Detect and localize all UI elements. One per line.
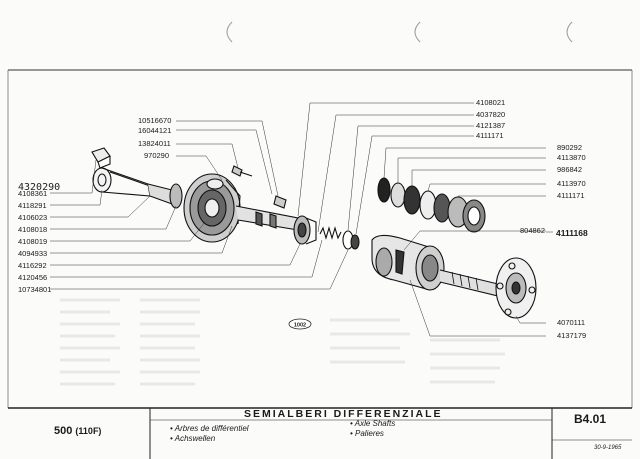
bleed-through — [60, 298, 505, 386]
gear — [293, 215, 317, 245]
output-shaft — [439, 269, 499, 297]
part-number: 13824011 — [138, 139, 171, 148]
ring-b — [350, 234, 360, 250]
caption-french: • Arbres de différentiel — [170, 424, 249, 433]
part-number: 4118291 — [18, 201, 47, 210]
caption-spanish: • Palieres — [350, 429, 384, 438]
part-number: 986842 — [557, 165, 582, 174]
part-number: 4070111 — [557, 318, 585, 327]
wheel-flange — [495, 257, 537, 319]
model-number: 500 — [54, 425, 73, 437]
brake-drum — [183, 173, 241, 243]
part-number: 10734801 — [18, 285, 51, 294]
caption-english: • Axle Shafts — [350, 419, 396, 428]
part-number: 16044121 — [138, 126, 171, 135]
drive-joint — [92, 167, 151, 197]
binder-holes — [226, 21, 573, 43]
part-number: 4116292 — [18, 261, 47, 270]
part-number: 4111171 — [476, 131, 504, 140]
small-flange — [169, 183, 183, 209]
part-number: 804862 — [520, 226, 545, 235]
part-number: 10516670 — [138, 116, 171, 125]
bolt — [231, 165, 253, 177]
axle-shaft — [235, 205, 299, 231]
housing — [371, 234, 445, 291]
part-number: 4037820 — [476, 110, 505, 119]
shaft-stub — [147, 183, 173, 205]
part-number: 4108018 — [18, 225, 47, 234]
model-label: 500 (110F) — [54, 425, 101, 437]
sheet-date: 30-9-1965 — [594, 445, 622, 451]
part-number: 4120456 — [18, 273, 47, 282]
part-number: 970290 — [144, 151, 169, 160]
sheet-title: SEMIALBERI DIFFERENZIALE — [244, 408, 443, 420]
part-number: 4108361 — [18, 189, 47, 198]
figure-number-badge: 1002 — [288, 318, 312, 330]
grease-cap — [91, 147, 111, 169]
handwritten-part-note: 4320290 — [18, 182, 60, 193]
part-number: 4111168 — [556, 228, 588, 238]
part-number: 4111171 — [557, 191, 585, 200]
part-number: 4108021 — [476, 98, 505, 107]
spring — [319, 226, 342, 240]
part-number: 4113870 — [557, 153, 586, 162]
part-number: 890292 — [557, 143, 582, 152]
part-number: 4121387 — [476, 121, 505, 130]
nut — [273, 195, 287, 209]
part-numbers-left: 10516670 16044121 13824011 970290 410836… — [18, 116, 171, 294]
part-number: 4094933 — [18, 249, 47, 258]
sheet-code: B4.01 — [574, 412, 607, 426]
part-number: 4113970 — [557, 179, 586, 188]
figure-number: 1002 — [294, 323, 306, 329]
part-number: 4137179 — [557, 331, 586, 340]
part-numbers-right: 4108021 4037820 4121387 4111171 890292 4… — [476, 98, 588, 340]
part-number: 4106023 — [18, 213, 47, 222]
part-number: 4108019 — [18, 237, 47, 246]
title-block-frame — [8, 407, 632, 459]
model-variant: (110F) — [75, 426, 102, 436]
caption-german: • Achswellen — [170, 434, 216, 443]
leader-lines — [50, 102, 553, 337]
bearing-set — [377, 177, 486, 233]
